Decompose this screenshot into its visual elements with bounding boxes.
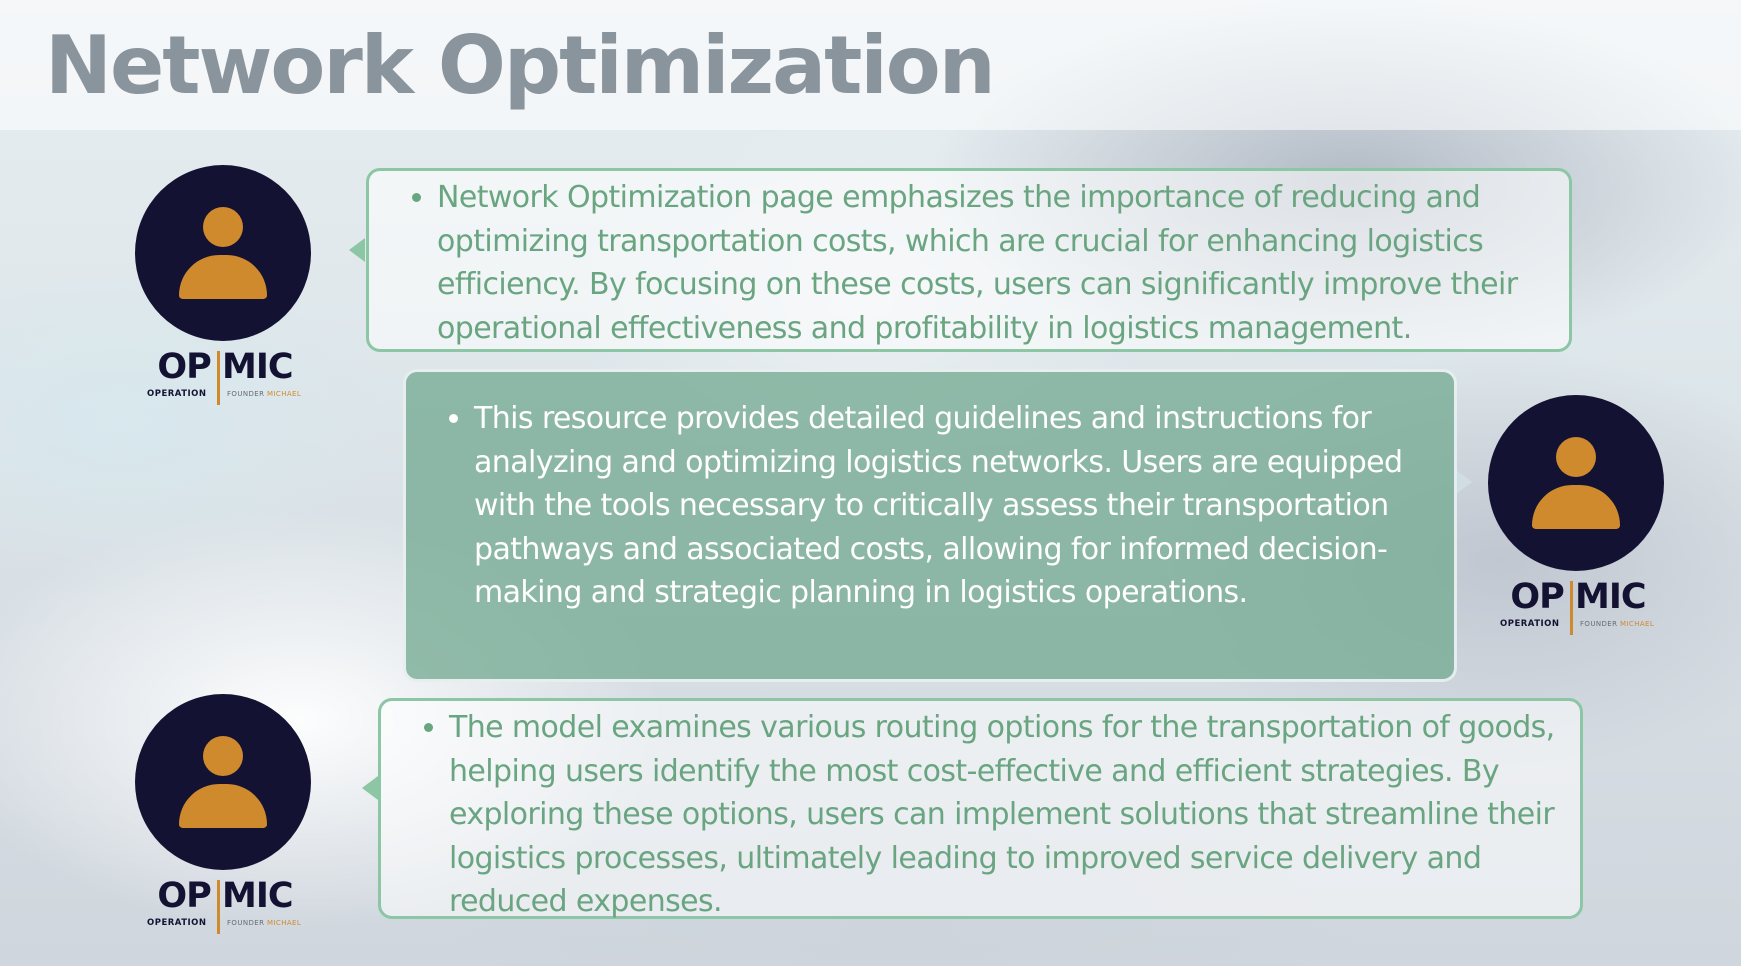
avatar-body xyxy=(1532,485,1620,529)
avatar-head xyxy=(203,736,243,776)
user-avatar-icon xyxy=(135,694,311,870)
logo-divider xyxy=(217,351,220,405)
logo-subtitle-founder: FOUNDER xyxy=(227,919,267,927)
user-avatar-icon xyxy=(135,165,311,341)
avatar-block-2: OP MIC OPERATION FOUNDER MICHAEL xyxy=(1488,395,1664,645)
speech-bubble-1: Network Optimization page emphasizes the… xyxy=(366,168,1572,352)
bullet-list: The model examines various routing optio… xyxy=(421,706,1572,924)
logo-subtitle-founder: FOUNDER xyxy=(1580,620,1620,628)
logo-subtitle-right: FOUNDER MICHAEL xyxy=(227,919,301,927)
logo-subtitle-left: OPERATION xyxy=(147,389,207,399)
speech-bubble-2: This resource provides detailed guidelin… xyxy=(403,369,1457,682)
logo-subtitle-michael: MICHAEL xyxy=(267,919,302,927)
logo-subtitle-michael: MICHAEL xyxy=(267,390,302,398)
opmic-logo: OP MIC OPERATION FOUNDER MICHAEL xyxy=(145,876,305,936)
header-band xyxy=(0,0,1741,130)
logo-subtitle-founder: FOUNDER xyxy=(227,390,267,398)
bullet-item: This resource provides detailed guidelin… xyxy=(474,397,1424,615)
bubble-pointer-1 xyxy=(349,238,365,262)
avatar-body xyxy=(179,784,267,828)
logo-subtitle-michael: MICHAEL xyxy=(1620,620,1655,628)
bullet-list: This resource provides detailed guidelin… xyxy=(446,397,1424,615)
avatar-block-1: OP MIC OPERATION FOUNDER MICHAEL xyxy=(135,165,311,415)
bubble-pointer-3 xyxy=(362,776,378,800)
user-avatar-icon xyxy=(1488,395,1664,571)
logo-mark: OP MIC xyxy=(157,876,293,916)
bullet-item: Network Optimization page emphasizes the… xyxy=(437,176,1561,350)
logo-divider xyxy=(217,880,220,934)
page-title: Network Optimization xyxy=(45,19,996,112)
speech-bubble-3: The model examines various routing optio… xyxy=(378,698,1583,919)
opmic-logo: OP MIC OPERATION FOUNDER MICHAEL xyxy=(1498,577,1658,637)
opmic-logo: OP MIC OPERATION FOUNDER MICHAEL xyxy=(145,347,305,407)
avatar-head xyxy=(203,207,243,247)
logo-mark: OP MIC xyxy=(1510,577,1646,617)
logo-subtitle-left: OPERATION xyxy=(1500,619,1560,629)
bullet-item: The model examines various routing optio… xyxy=(449,706,1572,924)
logo-subtitle-right: FOUNDER MICHAEL xyxy=(227,390,301,398)
avatar-head xyxy=(1556,437,1596,477)
logo-subtitle-right: FOUNDER MICHAEL xyxy=(1580,620,1654,628)
avatar-body xyxy=(179,255,267,299)
bubble-pointer-2 xyxy=(1456,470,1472,494)
logo-subtitle-left: OPERATION xyxy=(147,918,207,928)
avatar-block-3: OP MIC OPERATION FOUNDER MICHAEL xyxy=(135,694,311,944)
bullet-list: Network Optimization page emphasizes the… xyxy=(409,176,1561,350)
logo-mark: OP MIC xyxy=(157,347,293,387)
logo-divider xyxy=(1570,581,1573,635)
